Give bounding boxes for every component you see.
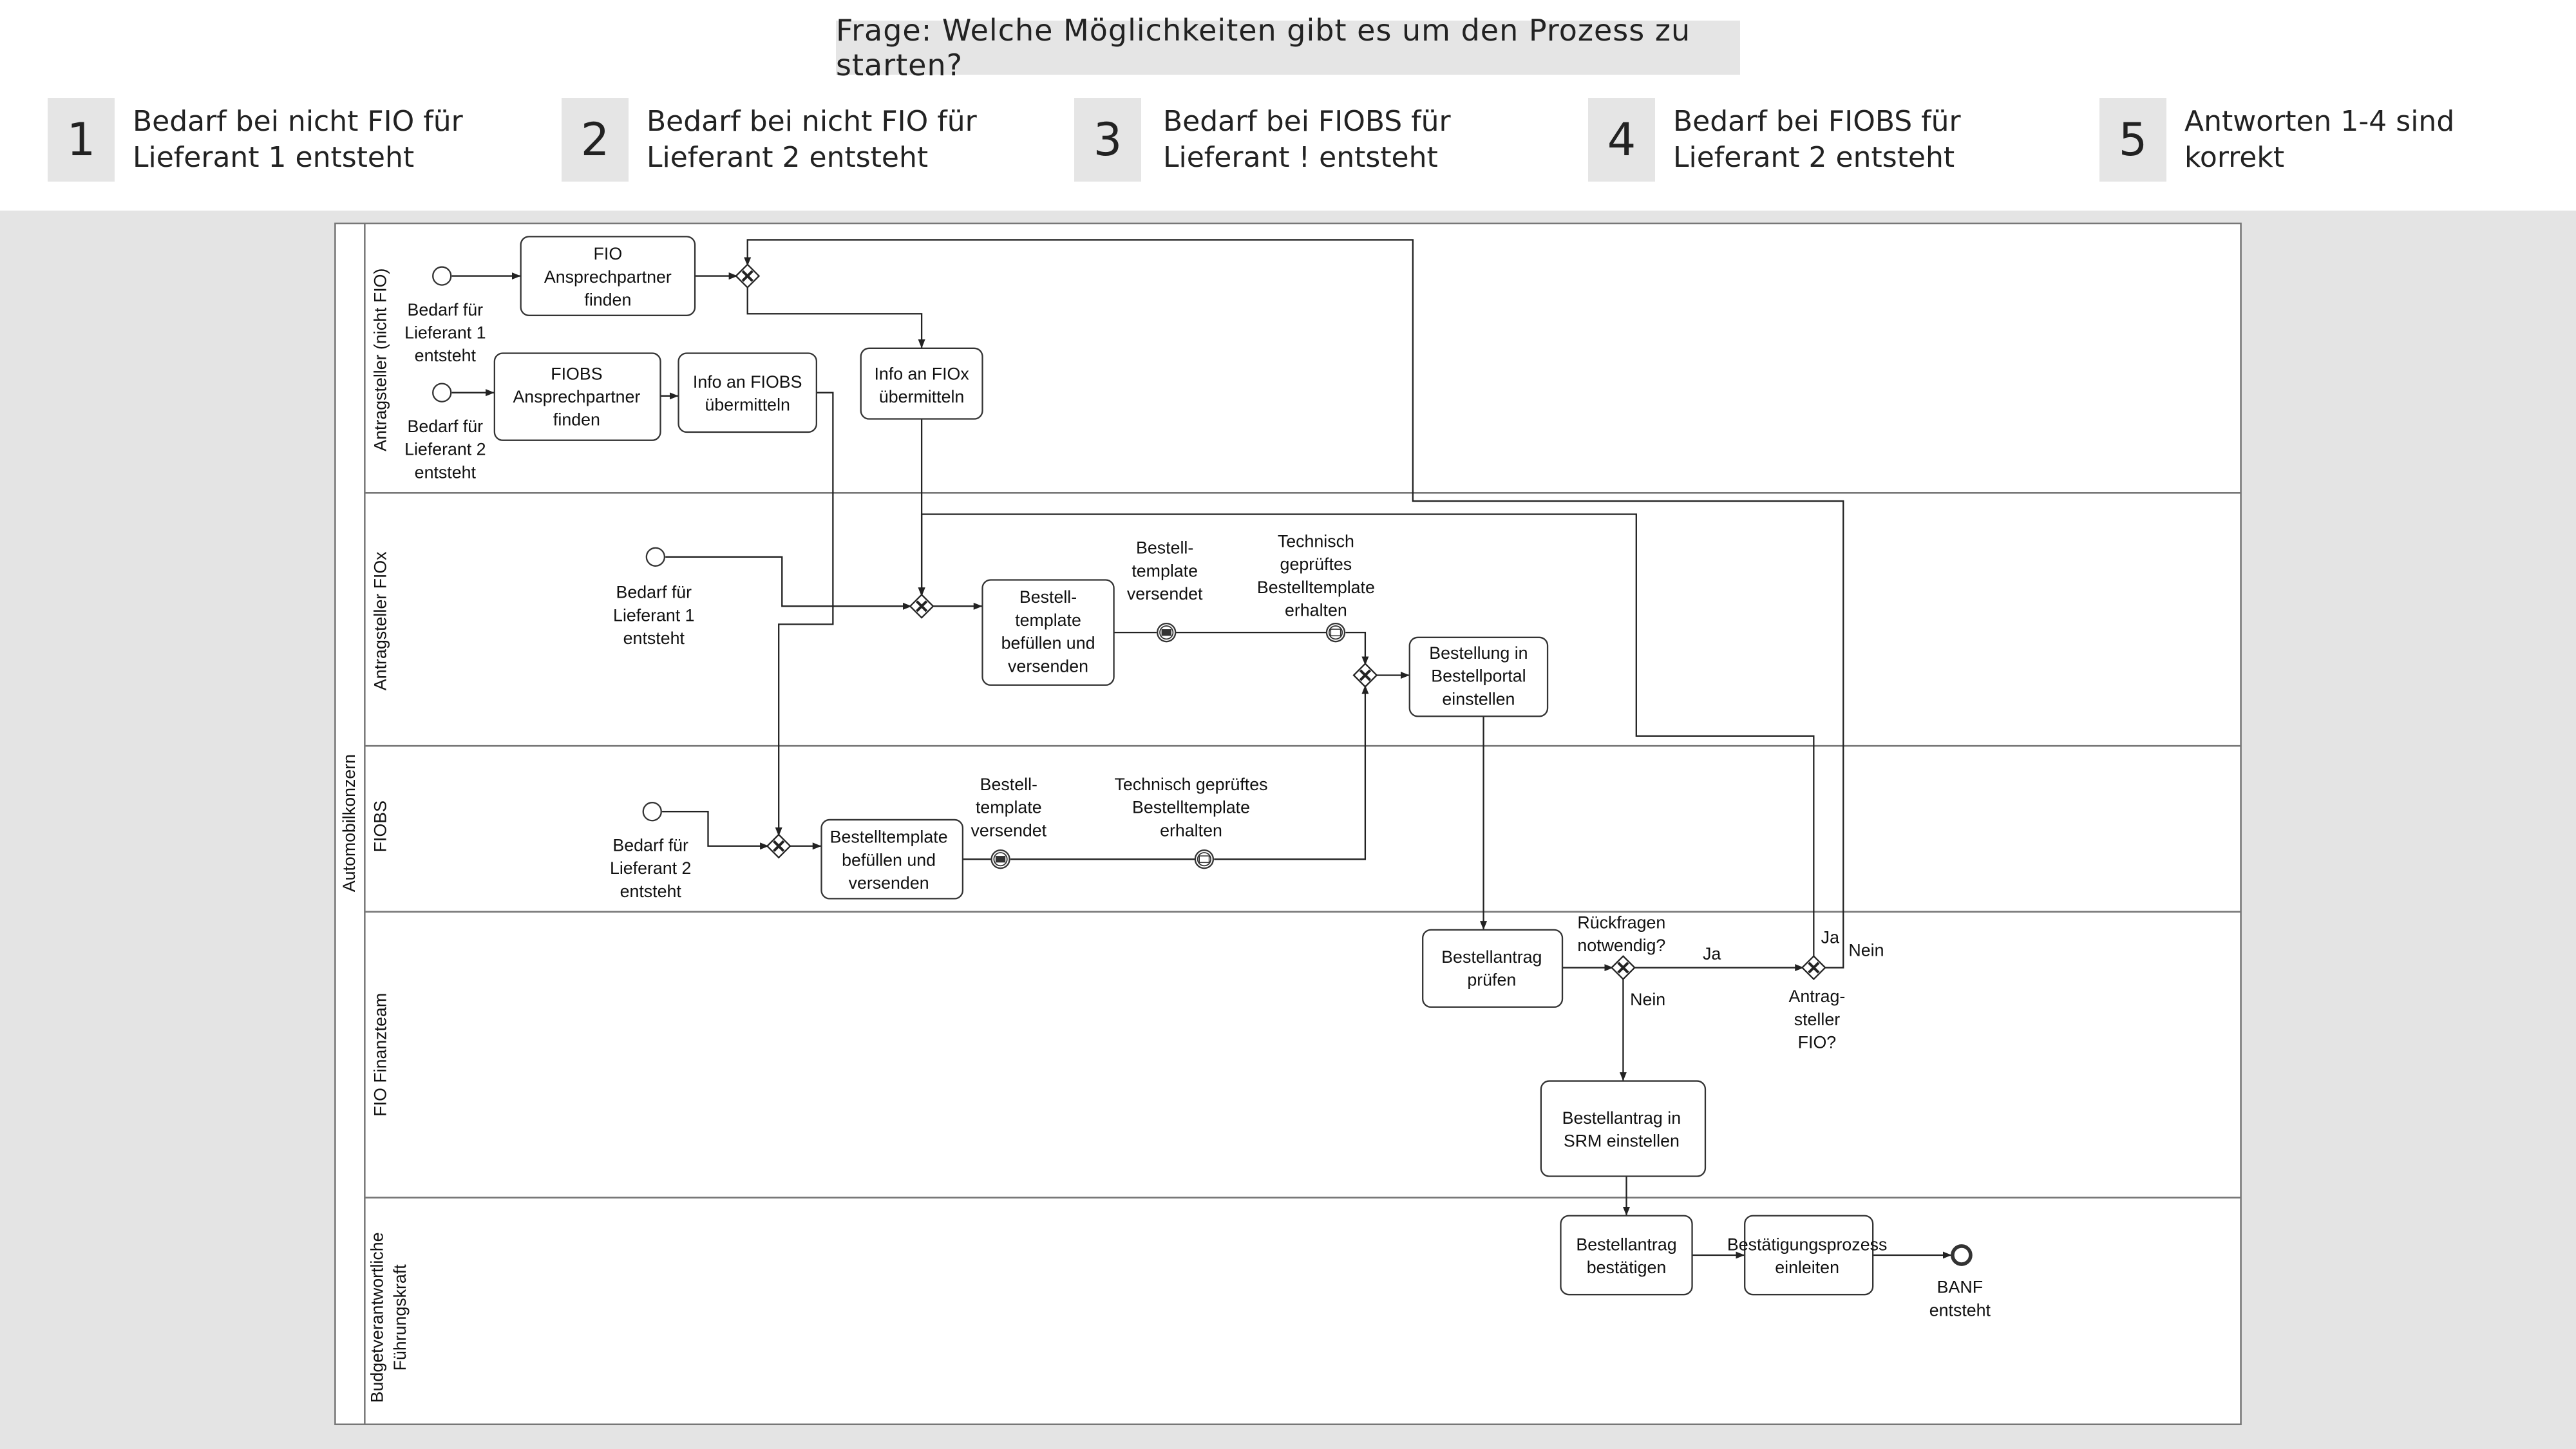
end-event-icon xyxy=(1951,1244,1973,1266)
task-info-fiobs xyxy=(677,352,818,433)
task-info-fiox xyxy=(860,347,983,420)
task-bestellantrag-pruefen xyxy=(1422,929,1564,1008)
flow-label: Ja xyxy=(1703,944,1721,963)
sequence-flows xyxy=(451,239,1952,1259)
exclusive-gateway-icon xyxy=(766,833,791,859)
lane-label-budget-2: Führungskraft xyxy=(390,1264,410,1371)
start-event-icon xyxy=(432,266,452,286)
task-fio-ansprechpartner xyxy=(520,236,696,316)
task-template-fiobs xyxy=(820,819,964,900)
lane-label-finanzteam: FIO Finanzteam xyxy=(370,993,390,1117)
message-receive-icon xyxy=(1325,622,1346,643)
flow-label: Nein xyxy=(1848,941,1884,960)
exclusive-gateway-icon xyxy=(1801,955,1826,981)
message-send-icon xyxy=(1157,622,1177,643)
answer-number: 2 xyxy=(562,98,629,182)
start-event-icon xyxy=(642,802,662,822)
exclusive-gateway-icon xyxy=(1610,955,1636,981)
exclusive-gateway-icon xyxy=(1352,662,1378,688)
answer-number: 5 xyxy=(2099,98,2166,182)
exclusive-gateway-icon xyxy=(909,593,934,619)
lane-label-fiobs: FIOBS xyxy=(370,800,390,852)
task-bestellportal xyxy=(1408,636,1549,717)
start-event-icon xyxy=(432,383,452,402)
exclusive-gateway-icon xyxy=(735,263,761,289)
flow-label: Ja xyxy=(1821,927,1839,947)
task-bestaetigungsprozess xyxy=(1744,1215,1874,1296)
task-srm-einstellen xyxy=(1540,1080,1707,1177)
message-receive-icon xyxy=(1194,849,1215,869)
lane-label-budget: Budgetverantwortliche xyxy=(367,1232,386,1403)
answer-number: 3 xyxy=(1074,98,1141,182)
flow-label: Nein xyxy=(1630,990,1665,1009)
answer-number: 1 xyxy=(48,98,115,182)
answer-number: 4 xyxy=(1588,98,1655,182)
lane-label-antragsteller: Antragsteller (nicht FIO) xyxy=(370,269,390,451)
task-bestellantrag-bestaetigen xyxy=(1560,1215,1693,1296)
question-header: Frage: Welche Möglichkeiten gibt es um d… xyxy=(0,0,2576,211)
message-send-icon xyxy=(990,849,1010,869)
task-fiobs-ansprechpartner xyxy=(493,352,661,441)
pool-label: Automobilkonzern xyxy=(339,754,359,892)
start-event-icon xyxy=(645,547,666,567)
lane-label-fiox: Antragsteller FIOx xyxy=(370,551,390,690)
task-template-fiox xyxy=(981,579,1115,686)
